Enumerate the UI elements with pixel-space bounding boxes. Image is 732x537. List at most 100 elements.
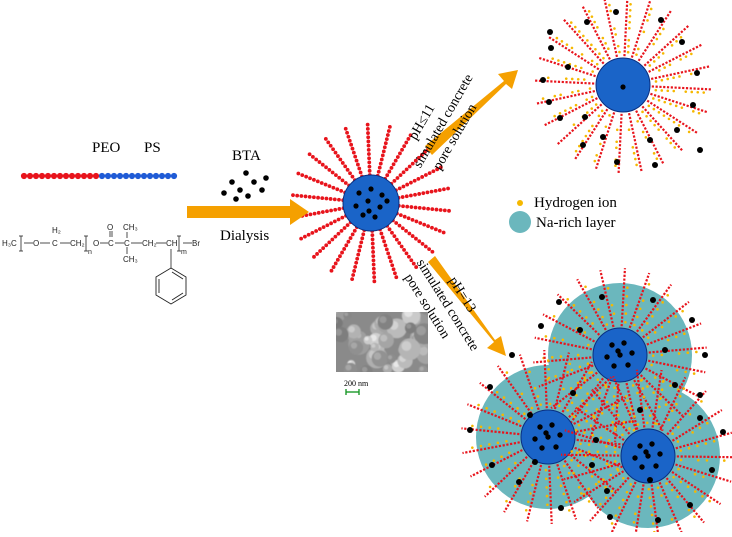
hydrogen-ion [507, 467, 511, 471]
bta-released-dot [647, 137, 653, 143]
hydrogen-ion [626, 50, 630, 54]
hydrogen-ion [587, 10, 591, 13]
peo-segment [354, 260, 359, 265]
sem-grain-highlight [416, 325, 426, 336]
peo-segment [291, 193, 295, 198]
peo-segment [343, 126, 348, 131]
chem-c1: C [52, 239, 58, 248]
hydrogen-ion [626, 286, 629, 289]
peo-segment [409, 180, 413, 185]
bta-molecules [221, 170, 269, 202]
bta-dot [259, 187, 265, 193]
peo-segment [365, 122, 370, 127]
peo-arm [624, 379, 641, 440]
peo-arm [591, 388, 633, 438]
ps-bead [128, 172, 136, 180]
hydrogen-ion [640, 329, 644, 332]
peo-segment [391, 267, 396, 272]
hydrogen-ion [585, 111, 589, 114]
hydrogen-ion [632, 151, 636, 155]
hydrogen-ion [573, 25, 577, 29]
sem-grain-highlight [380, 334, 388, 342]
peo-segment [350, 277, 355, 282]
peo-segment [397, 186, 402, 191]
peo-segment [390, 230, 394, 235]
hydrogen-ion [615, 140, 618, 144]
peo-segment [366, 139, 371, 144]
bta-released-dot [709, 467, 715, 473]
peo-segment [351, 273, 356, 277]
chem-o3: O [107, 223, 113, 232]
peo-segment [360, 236, 365, 241]
peo-segment [382, 239, 386, 244]
sem-grain-highlight [348, 326, 355, 333]
peo-segment [366, 135, 371, 140]
bta-released-dot [674, 127, 680, 133]
hydrogen-ion [722, 459, 726, 462]
hydrogen-ion [598, 52, 601, 56]
hydrogen-ion [628, 8, 632, 12]
peo-segment [312, 254, 316, 259]
peo-segment [361, 232, 366, 237]
hydrogen-ion [529, 492, 532, 495]
hydrogen-ion [562, 61, 566, 64]
hydrogen-ion [605, 445, 608, 448]
peo-segment [414, 236, 418, 241]
bta-dot [233, 196, 239, 202]
hydrogen-ion [613, 428, 617, 432]
hydrogen-ion [559, 355, 563, 358]
hydrogen-ion [693, 472, 697, 476]
hydrogen-ion [712, 439, 716, 443]
hydrogen-ion [664, 403, 668, 406]
peo-arm [631, 376, 664, 432]
peo-segment [409, 258, 414, 263]
peo-segment [377, 165, 382, 170]
peo-arm [627, 109, 643, 173]
hydrogen-ion [517, 420, 521, 423]
hydrogen-ion [660, 78, 664, 82]
hydrogen-ion [660, 325, 664, 329]
bta-core-dot [365, 198, 371, 204]
hydrogen-ion [646, 322, 649, 325]
sem-grain-highlight [388, 355, 393, 360]
ps-core [342, 174, 400, 232]
hydrogen-ion [471, 446, 474, 449]
hydrogen-ion [591, 322, 594, 325]
hydrogen-ion [614, 164, 617, 168]
hydrogen-ion [572, 304, 576, 307]
peo-arm [550, 369, 601, 409]
peo-segment [324, 243, 329, 248]
hydrogen-ion [610, 303, 614, 307]
peo-segment [423, 173, 428, 177]
hydrogen-ion [674, 315, 678, 318]
peo-segment [371, 250, 375, 254]
peo-segment [333, 261, 338, 266]
hydrogen-ion [539, 403, 542, 406]
peo-arm [503, 458, 537, 513]
upper-condition-text: pH≤11 simulated concrete pore solution [406, 72, 480, 173]
bta-core-dot [643, 449, 649, 455]
peo-bead [74, 172, 82, 180]
hydrogen-ion [658, 69, 661, 72]
peo-segment [423, 150, 427, 154]
hydrogen-ion [591, 433, 594, 437]
hydrogen-ion [585, 98, 588, 101]
hydrogen-ion [576, 381, 580, 385]
hydrogen-ion [693, 515, 696, 518]
peo-arm [650, 369, 663, 432]
peo-segment [358, 170, 363, 175]
hydrogen-ion [610, 522, 614, 525]
hydrogen-ion [596, 378, 600, 381]
bta-released-dot [652, 162, 658, 168]
peo-segment [370, 241, 375, 246]
hydrogen-ion [570, 401, 574, 405]
hydrogen-ion [613, 386, 616, 390]
hydrogen-ion [658, 405, 661, 409]
peo-segment [371, 258, 376, 263]
bta-core-dot [368, 186, 374, 192]
peo-arm [466, 403, 526, 429]
hydrogen-ion [576, 77, 580, 81]
peo-segment [398, 173, 403, 178]
hydrogen-ion [698, 426, 702, 430]
peo-segment [337, 197, 341, 202]
